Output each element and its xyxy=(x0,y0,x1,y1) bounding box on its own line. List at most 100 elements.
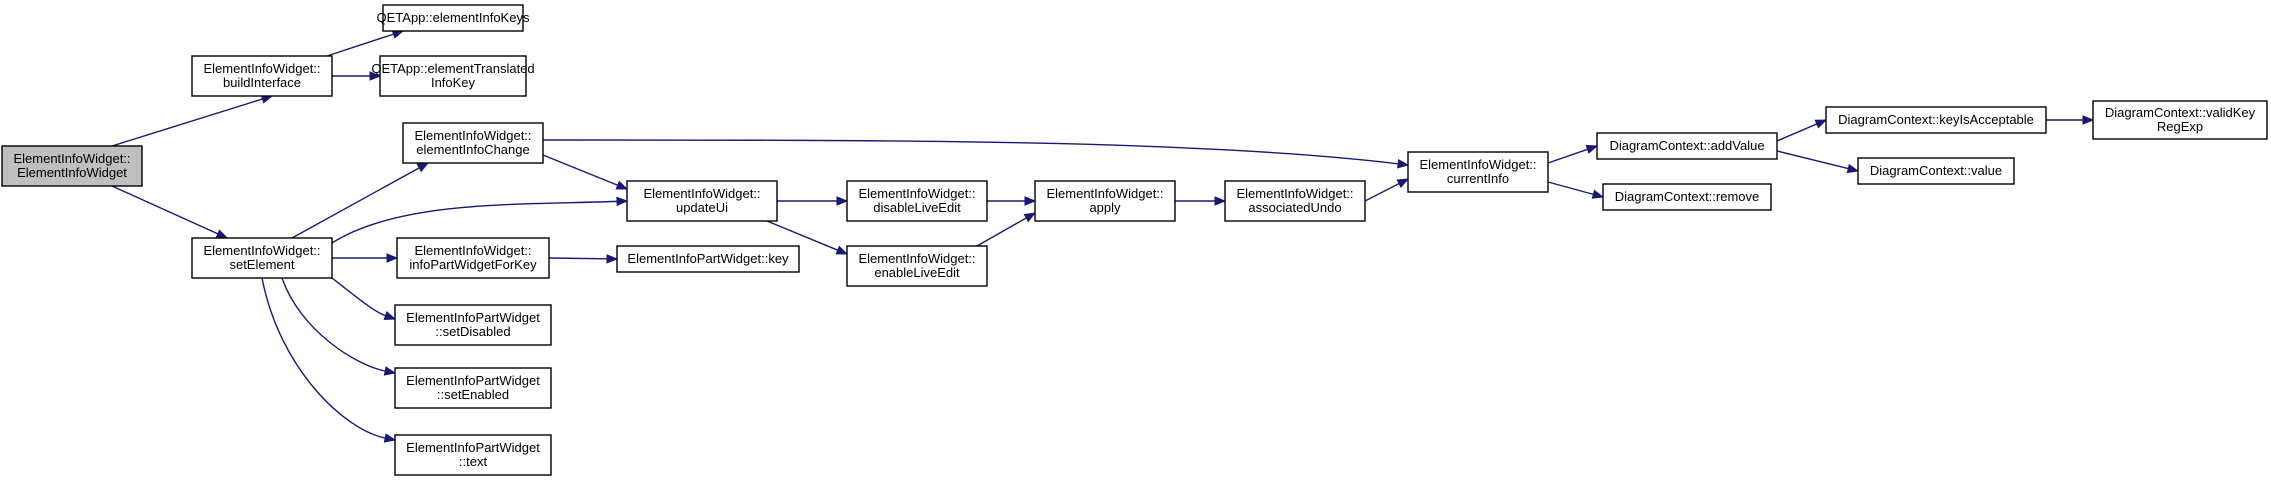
node-label-line: ElementInfoPartWidget::key xyxy=(627,251,789,266)
node-label-line: apply xyxy=(1089,200,1121,215)
edge-line xyxy=(1547,181,1594,196)
node-disableLiveEdit[interactable]: ElementInfoWidget::disableLiveEdit xyxy=(846,180,988,222)
arrowhead-icon xyxy=(1396,178,1410,189)
node-enableLiveEdit[interactable]: ElementInfoWidget::enableLiveEdit xyxy=(846,245,988,287)
edge-currentInfo-to-addValue xyxy=(1547,144,1599,164)
node-box xyxy=(379,55,527,97)
node-label-line: DiagramContext::validKey xyxy=(2105,105,2256,120)
node-buildInterface[interactable]: ElementInfoWidget::buildInterface xyxy=(191,55,333,97)
node-box xyxy=(1034,180,1176,222)
node-apply[interactable]: ElementInfoWidget::apply xyxy=(1034,180,1176,222)
edge-associatedUndo-to-currentInfo xyxy=(1364,178,1410,202)
node-box xyxy=(396,237,550,279)
edge-elementInfoChange-to-updateUi xyxy=(542,154,629,190)
node-label-line: updateUi xyxy=(676,200,728,215)
edge-updateUi-to-enableLiveEdit xyxy=(766,220,849,255)
arrowhead-icon xyxy=(616,196,629,207)
edge-line xyxy=(542,139,1399,165)
edge-setElement-to-partSetDisabled xyxy=(331,277,397,321)
node-label-line: enableLiveEdit xyxy=(874,265,960,280)
arrowhead-icon xyxy=(386,253,399,263)
edge-line xyxy=(331,277,386,317)
node-label-line: RegExp xyxy=(2157,119,2203,134)
edge-elementInfoChange-to-currentInfo xyxy=(542,139,1410,169)
edge-updateUi-to-disableLiveEdit xyxy=(777,196,849,206)
arrowhead-icon xyxy=(1214,196,1227,206)
edge-line xyxy=(326,33,394,57)
node-box xyxy=(1596,132,1778,160)
node-elementInfoChange[interactable]: ElementInfoWidget::elementInfoChange xyxy=(402,122,544,164)
node-label-line: ElementInfoPartWidget xyxy=(406,373,540,388)
node-label-line: DiagramContext::keyIsAcceptable xyxy=(1838,112,2034,127)
node-root[interactable]: ElementInfoWidget::ElementInfoWidget xyxy=(1,145,143,187)
node-partText[interactable]: ElementInfoPartWidget::text xyxy=(394,434,552,476)
node-label-line: setElement xyxy=(229,257,294,272)
edge-enableLiveEdit-to-apply xyxy=(976,212,1037,247)
node-partSetDisabled[interactable]: ElementInfoPartWidget::setDisabled xyxy=(394,304,552,346)
node-setElement[interactable]: ElementInfoWidget::setElement xyxy=(191,237,333,279)
node-box xyxy=(382,4,524,32)
arrowhead-icon xyxy=(215,229,229,239)
edge-line xyxy=(261,277,386,439)
node-box xyxy=(394,434,552,476)
node-label-line: ElementInfoWidget xyxy=(17,165,127,180)
node-box xyxy=(402,122,544,164)
node-elementInfoKeys[interactable]: QETApp::elementInfoKeys xyxy=(377,4,530,32)
edge-line xyxy=(281,277,386,372)
node-associatedUndo[interactable]: ElementInfoWidget::associatedUndo xyxy=(1224,180,1366,222)
node-label-line: DiagramContext::remove xyxy=(1615,189,1760,204)
edge-line xyxy=(111,185,219,235)
node-infoPartWidgetForKey[interactable]: ElementInfoWidget::infoPartWidgetForKey xyxy=(396,237,550,279)
arrowhead-icon xyxy=(369,71,382,81)
arrowhead-icon xyxy=(1024,196,1037,206)
node-label-line: elementInfoChange xyxy=(416,142,529,157)
arrowhead-icon xyxy=(1397,159,1410,169)
node-label-line: QETApp::elementInfoKeys xyxy=(377,10,530,25)
node-box xyxy=(846,180,988,222)
arrowhead-icon xyxy=(416,162,430,173)
node-addValue[interactable]: DiagramContext::addValue xyxy=(1596,132,1778,160)
node-box xyxy=(2092,100,2268,140)
node-label-line: InfoKey xyxy=(431,75,476,90)
edge-buildInterface-to-elementInfoKeys xyxy=(326,29,405,57)
node-partSetEnabled[interactable]: ElementInfoPartWidget::setEnabled xyxy=(394,367,552,409)
node-box xyxy=(846,245,988,287)
edge-apply-to-associatedUndo xyxy=(1175,196,1227,206)
edge-line xyxy=(976,217,1027,247)
node-label-line: ::text xyxy=(459,454,488,469)
node-value[interactable]: DiagramContext::value xyxy=(1857,157,2015,185)
node-currentInfo[interactable]: ElementInfoWidget::currentInfo xyxy=(1407,151,1549,193)
node-box xyxy=(626,180,778,222)
edge-line xyxy=(291,167,420,239)
edge-keyIsAcceptable-to-validKeyRegExp xyxy=(2046,115,2095,125)
node-label-line: ElementInfoWidget:: xyxy=(858,186,975,201)
edge-addValue-to-keyIsAcceptable xyxy=(1776,119,1828,142)
node-label-line: ElementInfoPartWidget xyxy=(406,310,540,325)
node-box xyxy=(1602,183,1772,211)
arrowhead-icon xyxy=(383,366,397,376)
node-label-line: ElementInfoWidget:: xyxy=(203,61,320,76)
node-keyIsAcceptable[interactable]: DiagramContext::keyIsAcceptable xyxy=(1825,106,2047,134)
edge-line xyxy=(542,154,618,186)
node-box xyxy=(394,304,552,346)
node-remove[interactable]: DiagramContext::remove xyxy=(1602,183,1772,211)
arrowhead-icon xyxy=(383,433,397,443)
node-partKey[interactable]: ElementInfoPartWidget::key xyxy=(616,245,800,273)
edges-layer xyxy=(111,29,2095,443)
edge-line xyxy=(331,200,618,244)
edge-setElement-to-updateUi xyxy=(331,196,629,244)
node-box xyxy=(191,55,333,97)
node-label-line: ElementInfoWidget:: xyxy=(1046,186,1163,201)
edge-setElement-to-partText xyxy=(261,277,397,443)
edge-disableLiveEdit-to-apply xyxy=(987,196,1037,206)
edge-setElement-to-infoPartWidgetForKey xyxy=(331,253,399,263)
node-label-line: ElementInfoWidget:: xyxy=(414,243,531,258)
edge-setElement-to-elementInfoChange xyxy=(291,162,430,239)
node-label-line: ElementInfoWidget:: xyxy=(858,251,975,266)
node-label-line: ::setDisabled xyxy=(435,324,510,339)
node-updateUi[interactable]: ElementInfoWidget::updateUi xyxy=(626,180,778,222)
node-label-line: DiagramContext::addValue xyxy=(1609,138,1764,153)
node-box xyxy=(1825,106,2047,134)
